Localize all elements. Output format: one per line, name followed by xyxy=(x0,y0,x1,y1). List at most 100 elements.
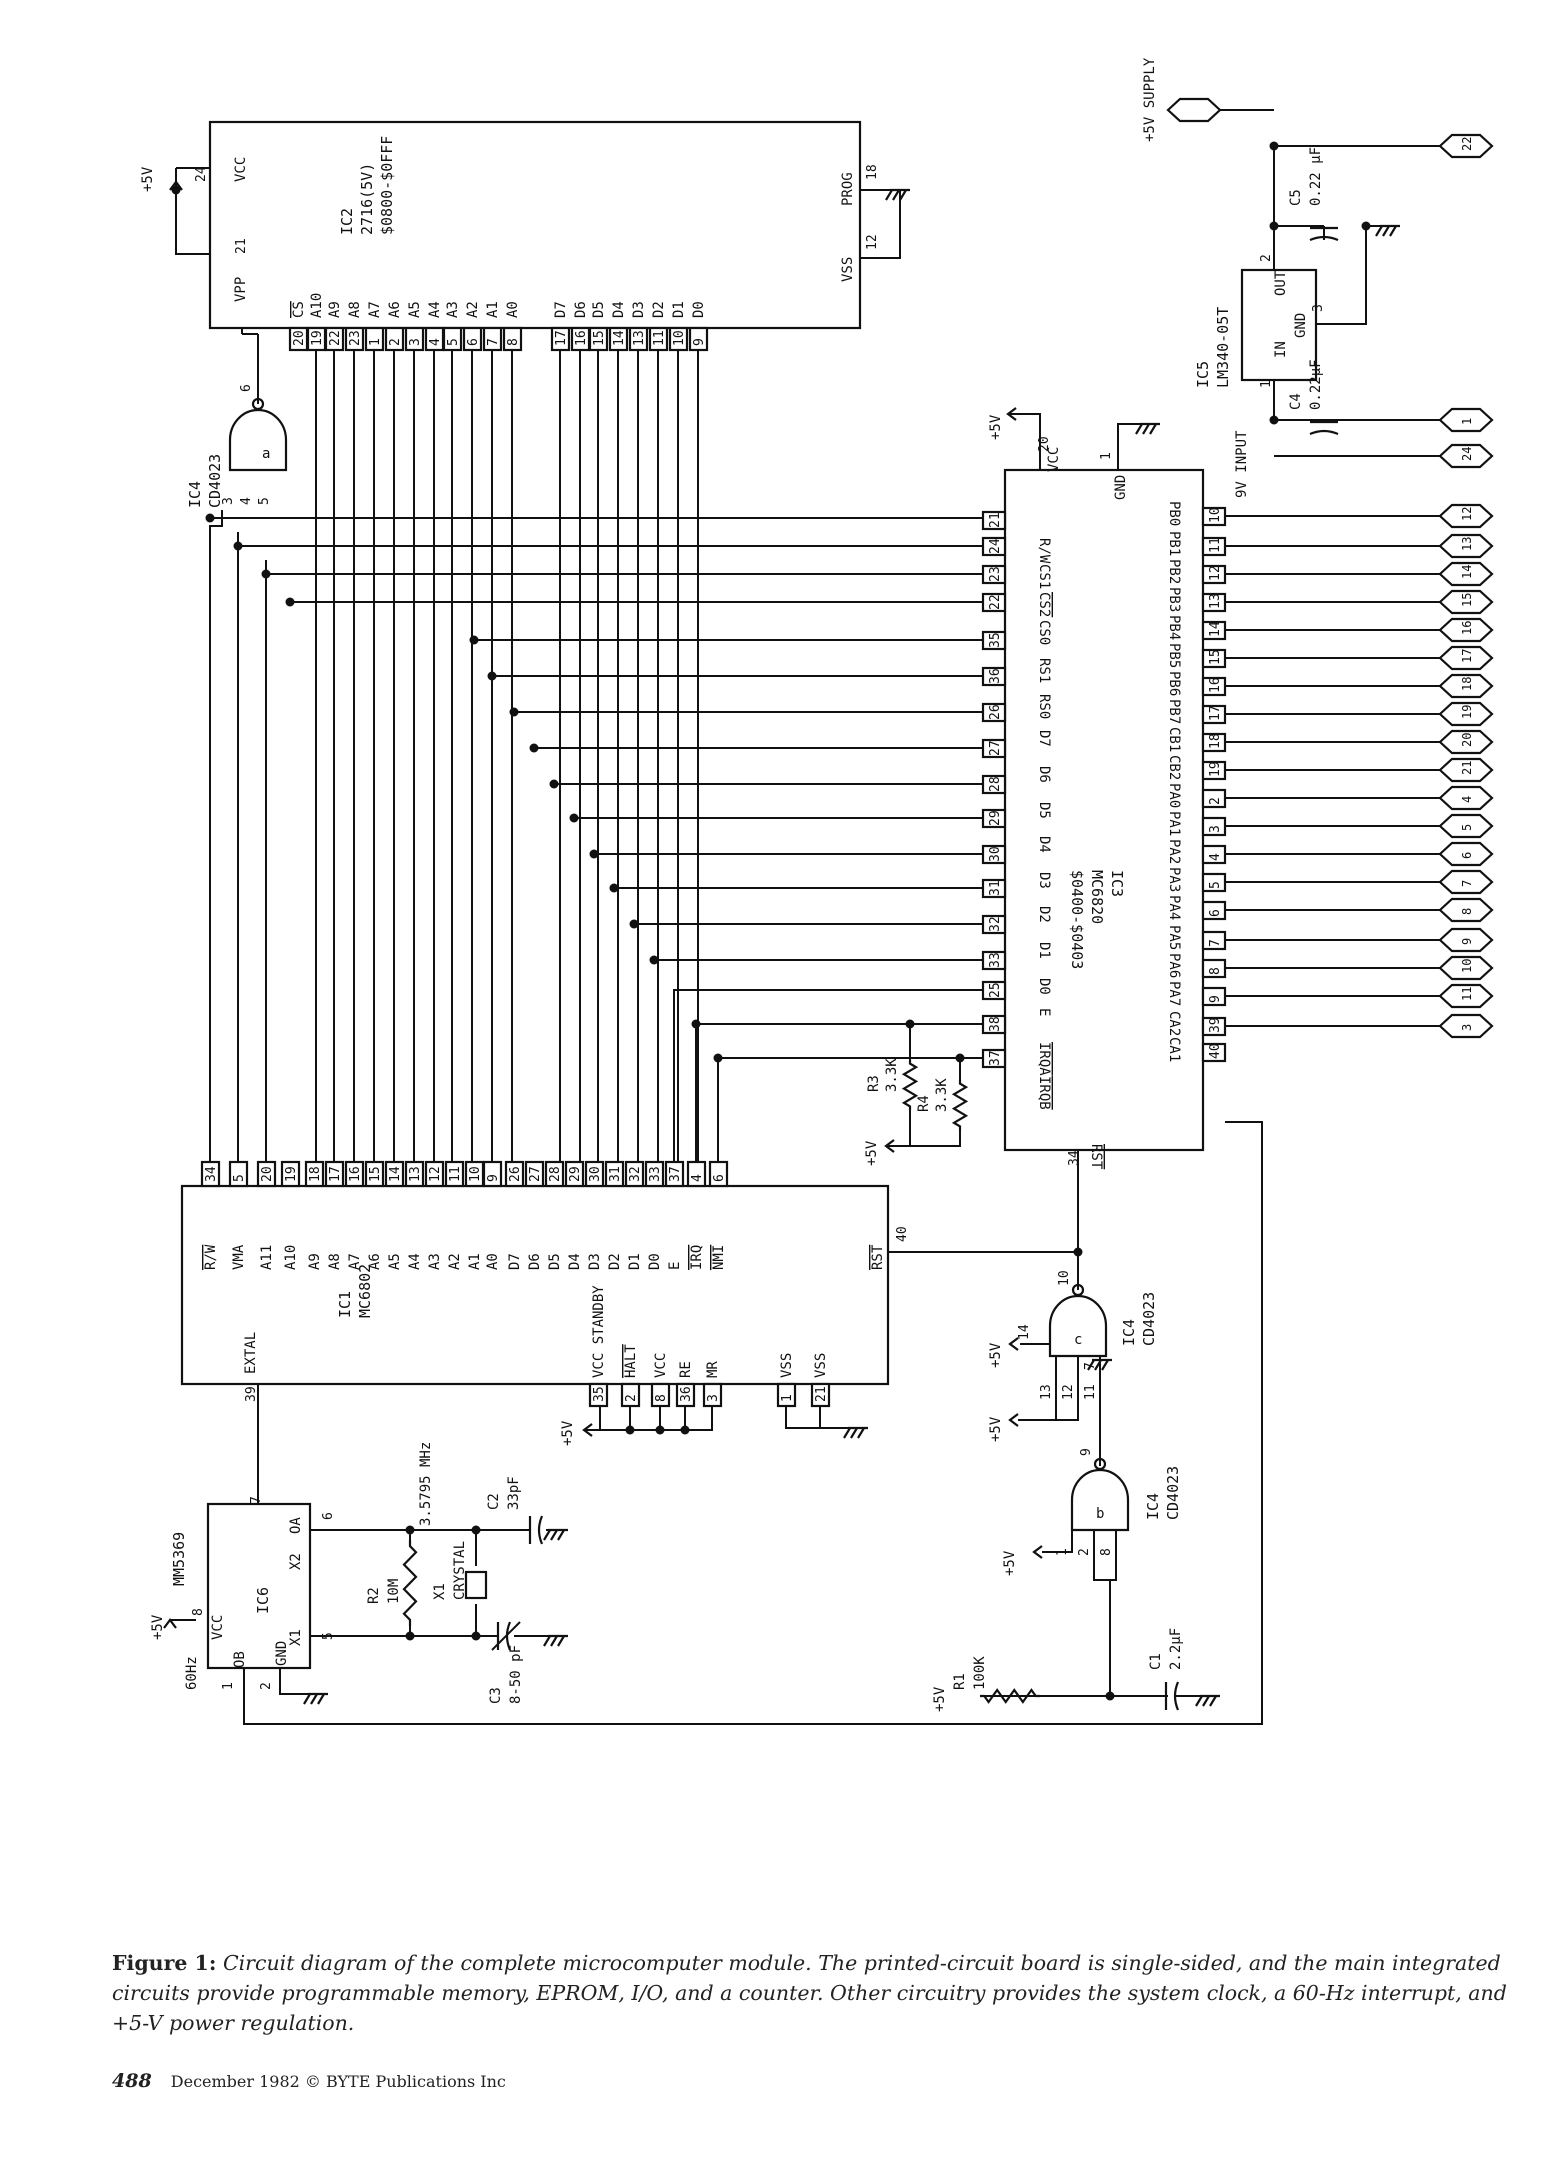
ic3-right-signal: PA6 xyxy=(1166,953,1182,978)
power-arrow xyxy=(163,1618,177,1629)
ic1-bottom-pin: 8 xyxy=(654,1394,669,1402)
ic1-pin-signal: NMI xyxy=(711,1245,727,1270)
ic3-pin-box xyxy=(981,1014,1007,1035)
ic3-right-signal: PB3 xyxy=(1166,587,1182,612)
c5-value: 0.22 μF xyxy=(1308,147,1324,206)
ic1-pin-number: 32 xyxy=(628,1166,643,1182)
ic1-pin-box xyxy=(544,1160,565,1188)
ic1-pin-number: 17 xyxy=(328,1166,343,1182)
connector-pin-label: 1 xyxy=(1460,418,1474,425)
edge-connector xyxy=(1438,983,1494,1009)
ic2-pin-signal: D4 xyxy=(611,301,627,318)
edge-connector xyxy=(1438,813,1494,839)
ic1-bottom-pin: 21 xyxy=(814,1386,829,1402)
resistor xyxy=(980,1688,1040,1704)
ic2-pin-number: 17 xyxy=(554,330,569,346)
ic1-pin-box xyxy=(424,1160,445,1188)
ic1-pin-number: 14 xyxy=(388,1166,403,1182)
ic2-pin-signal: A5 xyxy=(407,301,423,318)
ic2-pin-number: 2 xyxy=(388,338,403,346)
ic2-vcc-pin: 24 xyxy=(194,166,209,182)
ic3-part: MC6820 xyxy=(1088,870,1106,924)
ic1-pin-signal: A0 xyxy=(485,1253,501,1270)
r1-name: R1 xyxy=(952,1673,968,1690)
ic6-x1-label: X1 xyxy=(288,1629,304,1646)
ic2-pin-number: 15 xyxy=(592,330,607,346)
ic4c-part: CD4023 xyxy=(1140,1292,1158,1346)
ic2-pin-number: 22 xyxy=(328,330,343,346)
ic2-pin-box xyxy=(628,326,649,352)
ic3-left-signal: IRQB xyxy=(1036,1076,1052,1110)
ic1-pin-number: 37 xyxy=(668,1166,683,1182)
ic2-vcc-label: VCC xyxy=(233,157,249,182)
ic1-name: IC1 xyxy=(336,1291,354,1318)
edge-connector xyxy=(1438,955,1494,981)
junction-dot xyxy=(629,919,639,929)
ic3-right-signal: PB0 xyxy=(1166,501,1182,526)
ic2-part: 2716(5V) xyxy=(358,163,376,235)
ic3-vcc-pin: 20 xyxy=(1037,436,1052,452)
junction-dot xyxy=(285,597,295,607)
edge-connector xyxy=(1438,1013,1494,1039)
ic4c-power-label: +5V xyxy=(988,1342,1004,1368)
ic4a-in-pin: 5 xyxy=(257,497,272,505)
edge-connector xyxy=(1438,533,1494,559)
ic3-left-signal: CS2 xyxy=(1036,592,1052,617)
ic3-left-signal: D5 xyxy=(1036,802,1052,819)
caption-label: Figure 1: xyxy=(112,1951,217,1975)
connector-pin-label: 18 xyxy=(1460,677,1474,691)
ic4c-in-pin: 13 xyxy=(1039,1384,1054,1400)
caption-text: Circuit diagram of the complete microcom… xyxy=(112,1951,1507,2035)
ic3-left-signal: CS0 xyxy=(1036,620,1052,645)
ic4b-letter: b xyxy=(1096,1506,1104,1522)
ic3-left-signal: D0 xyxy=(1036,978,1052,995)
ic1-pin-signal: A11 xyxy=(259,1245,275,1270)
ground-symbol xyxy=(1135,422,1160,435)
r1-value: 100K xyxy=(972,1656,988,1690)
ic3-left-pin: 25 xyxy=(988,982,1003,998)
x1-freq: 3.5795 MHz xyxy=(418,1442,434,1526)
junction-dot xyxy=(655,1425,665,1435)
ic4c-letter: c xyxy=(1074,1332,1082,1348)
junction-dot xyxy=(609,883,619,893)
ic2-pin-number: 6 xyxy=(466,338,481,346)
edge-connector xyxy=(1438,133,1494,159)
ic1-bottom-pin: 1 xyxy=(780,1394,795,1402)
ic3-pin-box xyxy=(1201,816,1227,837)
connector-pin-label: 6 xyxy=(1460,852,1474,859)
ic4c-power2-label: +5V xyxy=(988,1416,1004,1442)
ic3-right-pin: 12 xyxy=(1208,565,1223,581)
c1-value: 2.2μF xyxy=(1168,1628,1184,1670)
ic2-pin-number: 7 xyxy=(486,338,501,346)
ic1-pin-signal: A2 xyxy=(447,1253,463,1270)
junction-dot xyxy=(469,635,479,645)
ic4c-name: IC4 xyxy=(1120,1319,1138,1346)
ic3-right-pin: 10 xyxy=(1208,507,1223,523)
ic3-pin-box xyxy=(981,592,1007,613)
ic3-right-pin: 8 xyxy=(1208,967,1223,975)
connector-pin-label: 11 xyxy=(1460,987,1474,1001)
ic2-pin-number: 13 xyxy=(632,330,647,346)
ic2-pin-number: 23 xyxy=(348,330,363,346)
ic1-pin-box xyxy=(675,1382,696,1408)
c2-name: C2 xyxy=(486,1493,502,1510)
ic2-pin-box xyxy=(668,326,689,352)
ic2-power-label: +5V xyxy=(140,166,156,192)
ic4b-in-pin: 1 xyxy=(1055,1548,1070,1556)
ic3-pin-box xyxy=(981,630,1007,651)
ic3-right-signal: CB2 xyxy=(1166,755,1182,780)
x1-value: CRYSTAL xyxy=(452,1541,468,1600)
ic4c-vdd-pin: 14 xyxy=(1017,1324,1032,1340)
ic1-pin-number: 9 xyxy=(486,1174,501,1182)
ic1-pin-signal: A5 xyxy=(387,1253,403,1270)
ic1-pin-signal: D3 xyxy=(587,1253,603,1270)
ic1-pin-signal: D2 xyxy=(607,1253,623,1270)
edge-connector xyxy=(1166,97,1222,123)
edge-connector xyxy=(1438,785,1494,811)
ic1-pin-signal: R/W xyxy=(203,1244,219,1270)
junction-dot xyxy=(549,779,559,789)
power-arrow xyxy=(884,1139,895,1153)
r1-power-label: +5V xyxy=(932,1686,948,1712)
ic2-pin-box xyxy=(688,326,709,352)
edge-connector xyxy=(1438,673,1494,699)
